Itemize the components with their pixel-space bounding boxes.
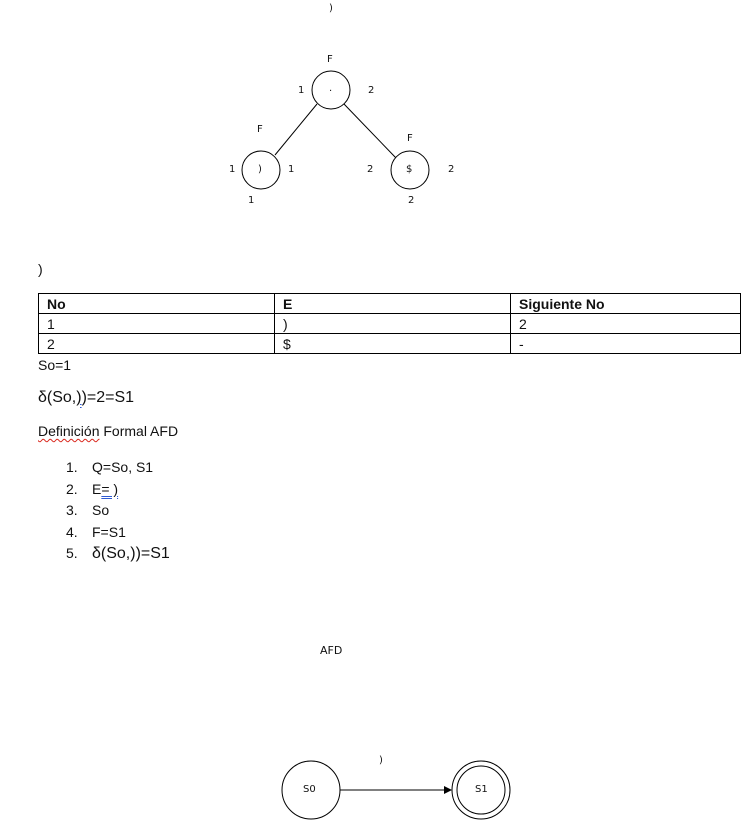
header-no: No [38,293,275,314]
right-leaf-symbol: $ [406,164,413,175]
header-siguiente: Siguiente No [510,293,741,314]
formal-item: 4. F=S1 [66,522,170,544]
formal-item: 2. E= ) [66,479,170,501]
transition-line: δ(So,))=2=S1 [38,389,134,407]
table-row: 1 ) 2 [38,313,741,334]
root-firstpos: 1 [298,85,305,96]
formal-item-text: )=S1 [135,545,170,562]
formal-item: 5. δ(So,))=S1 [66,543,170,565]
right-leaf-firstpos: 2 [367,164,374,175]
formal-definition-list: 1. Q=So, S1 2. E= ) 3. So 4. F=S1 5. δ(So,))=S1 [66,457,170,565]
tree-top-label: ) [329,3,333,14]
root-nullable: F [327,54,333,65]
afd-edge-label: ) [379,755,383,766]
left-leaf-firstpos: 1 [229,164,236,175]
formal-item-text: = ) [101,480,119,497]
formal-title: Definición Formal AFD [38,423,178,439]
start-state: So=1 [38,357,72,373]
formal-item-text: δ(So,) [92,545,136,562]
root-symbol: . [329,83,333,94]
section-label: ) [38,261,43,277]
left-leaf-lastpos: 1 [288,164,295,175]
formal-item-number: 2. [66,480,78,497]
transition-prefix: δ(So, [38,389,77,406]
formal-item: 3. So [66,500,170,522]
tree-right-leaf-node [390,150,430,190]
right-leaf-position: 2 [408,195,415,206]
tree-root-node [311,70,351,110]
state-s1-inner-circle [456,765,506,815]
right-leaf-nullable: F [407,133,413,144]
right-leaf-lastpos: 2 [448,164,455,175]
left-leaf-nullable: F [257,124,263,135]
formal-title-rest: Formal AFD [99,423,179,439]
left-leaf-position: 1 [248,195,255,206]
formal-item-number: 3. [66,502,78,518]
transition-symbol: ) [76,389,82,406]
left-leaf-symbol: ) [258,164,262,175]
state-s1-label: S1 [475,784,488,795]
root-lastpos: 2 [368,85,375,96]
formal-item-text: E [92,480,102,497]
formal-item-text: F=S1 [92,523,126,540]
cell-siguiente: - [510,333,741,354]
formal-item-number: 1. [66,459,78,475]
table-row: 2 $ - [38,333,741,354]
followpos-table: No E Siguiente No 1 ) 2 2 $ - [38,293,741,354]
formal-item-number: 4. [66,523,78,540]
formal-item: 1. Q=So, S1 [66,457,170,479]
formal-title-word: Definición [38,423,100,439]
state-s0-label: S0 [303,784,316,795]
formal-item-text: So [92,502,110,518]
transition-suffix: )=2=S1 [81,389,135,406]
formal-item-text: Q=So, S1 [92,459,154,475]
tree-left-leaf-node [241,150,281,190]
formal-item-number: 5. [66,545,78,561]
afd-title: AFD [320,644,343,657]
